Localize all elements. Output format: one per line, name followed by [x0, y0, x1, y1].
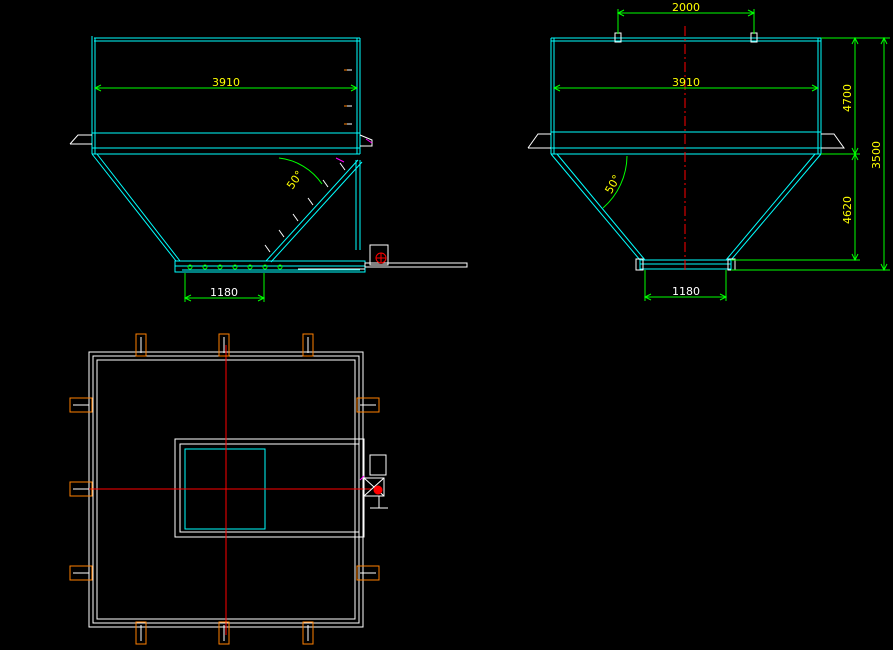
right-bottom-dimension: [643, 270, 728, 301]
support-bottom-2: [218, 621, 230, 645]
right-width-label: 3910: [672, 76, 700, 89]
plan-accent-mark: [359, 475, 365, 481]
left-conveyor-rollers: [187, 264, 283, 270]
left-bin-box: [91, 36, 361, 155]
left-width-dimension: [93, 84, 359, 92]
right-top-dimension: [616, 9, 756, 34]
support-bottom-1: [135, 621, 147, 645]
right-upper-height-label: 4700: [841, 84, 854, 112]
left-bottom-label: 1180: [210, 286, 238, 299]
left-conveyor-extension: [298, 262, 468, 270]
support-top-2: [218, 333, 230, 357]
support-left-2: [69, 481, 93, 497]
right-total-height-label: 3500: [870, 141, 883, 169]
right-angle-arc: [602, 155, 628, 209]
left-drive-motor: [369, 244, 389, 266]
support-bottom-3: [302, 621, 314, 645]
support-right-2: [356, 565, 380, 581]
front-view-left: [69, 36, 468, 302]
left-width-label: 3910: [212, 76, 240, 89]
left-accent-marks: [335, 138, 373, 163]
right-top-label: 2000: [672, 1, 700, 14]
support-right-1: [356, 397, 380, 413]
right-flanges: [527, 133, 845, 149]
plan-drive-unit: [363, 454, 388, 509]
support-left-3: [69, 565, 93, 581]
right-vertical-dimensions: [731, 36, 890, 272]
left-bottom-dimension: [183, 273, 266, 302]
plan-supports: [69, 333, 380, 645]
plan-support-centers: [73, 337, 376, 641]
right-lower-height-label: 4620: [841, 196, 854, 224]
left-stiffeners: [264, 69, 352, 253]
support-top-3: [302, 333, 314, 357]
plan-centerlines: [80, 345, 372, 635]
right-bin-box: [550, 37, 822, 155]
right-width-dimension: [552, 84, 820, 92]
support-top-1: [135, 333, 147, 357]
support-left-1: [69, 397, 93, 413]
front-view-right: [527, 9, 890, 301]
left-angle-arc: [278, 157, 323, 185]
left-hopper: [91, 153, 363, 263]
right-bottom-label: 1180: [672, 285, 700, 298]
plan-view: [69, 333, 388, 645]
